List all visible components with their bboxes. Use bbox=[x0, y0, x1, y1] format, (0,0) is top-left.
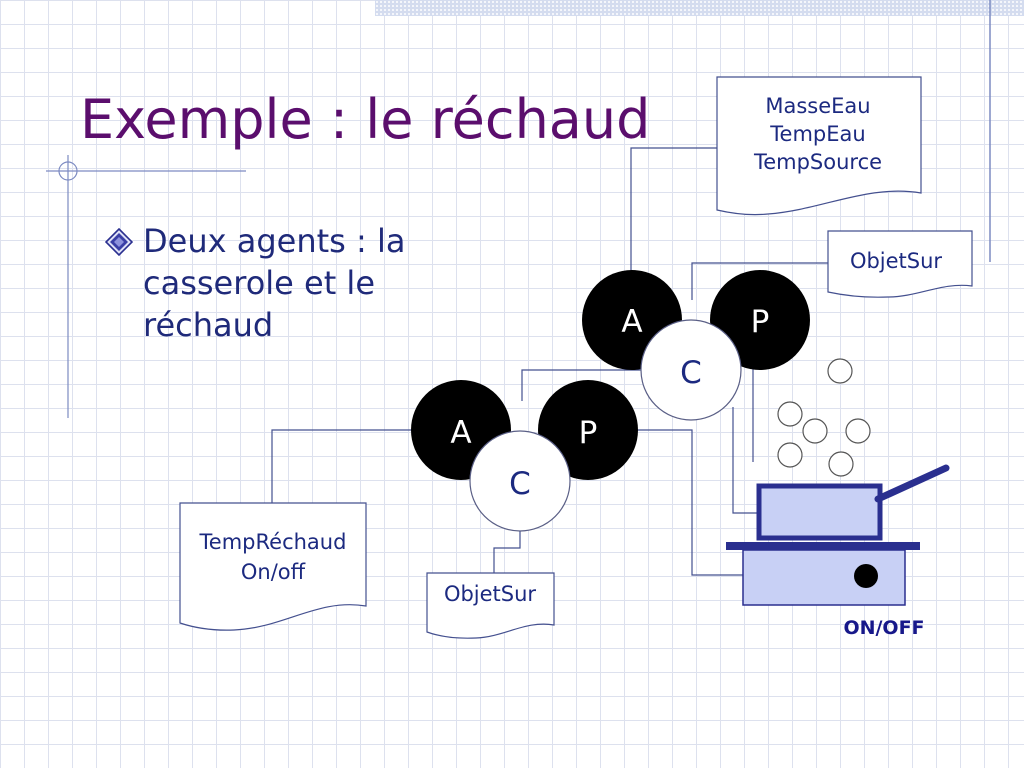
document-rechaud-objetsur: ObjetSur bbox=[426, 572, 555, 639]
document-casserole-state: MasseEau TempEau TempSource bbox=[716, 76, 922, 216]
perception-label-casserole: P bbox=[751, 304, 770, 340]
doc-line-tempsource: TempSource bbox=[753, 150, 882, 174]
agent-casserole: A P C bbox=[582, 270, 810, 421]
document-rechaud-state: TempRéchaud On/off bbox=[179, 502, 367, 631]
doc-line-temprechaud: TempRéchaud bbox=[199, 530, 347, 554]
decorative-guides bbox=[46, 0, 991, 418]
doc-line-objetsur-rechaud: ObjetSur bbox=[444, 582, 536, 606]
document-casserole-objetsur: ObjetSur bbox=[827, 230, 973, 298]
control-label-rechaud: C bbox=[509, 466, 531, 502]
perception-label-rechaud: P bbox=[579, 415, 598, 451]
doc-line-objetsur-casserole: ObjetSur bbox=[850, 249, 942, 273]
control-node-rechaud bbox=[469, 430, 571, 532]
doc-line-tempeau: TempEau bbox=[769, 122, 865, 146]
stove-body bbox=[742, 549, 906, 606]
diamond-bullet-icon bbox=[105, 228, 133, 256]
stove-icon bbox=[726, 464, 950, 606]
control-label-casserole: C bbox=[680, 355, 702, 391]
stove-top bbox=[726, 542, 920, 550]
slide-title: Exemple : le réchaud bbox=[80, 88, 651, 151]
doc-line-onoff: On/off bbox=[241, 560, 306, 584]
bullet-list: Deux agents : la casserole et le réchaud bbox=[105, 220, 445, 346]
control-node-casserole bbox=[640, 319, 742, 421]
connector-lines bbox=[271, 147, 828, 576]
doc-line-masseeau: MasseEau bbox=[765, 94, 870, 118]
pan-handle bbox=[874, 464, 950, 503]
bullet-item: Deux agents : la casserole et le réchaud bbox=[105, 220, 445, 346]
action-label-rechaud: A bbox=[450, 415, 471, 451]
agent-rechaud: A P C bbox=[411, 380, 638, 532]
stove-switch-label: ON/OFF bbox=[843, 617, 924, 639]
stove-knob-icon bbox=[854, 564, 878, 588]
bullet-text: Deux agents : la casserole et le réchaud bbox=[143, 222, 406, 344]
action-label-casserole: A bbox=[621, 304, 642, 340]
decorative-top-band bbox=[375, 0, 1024, 16]
steam-bubbles-icon bbox=[777, 358, 871, 477]
pan-icon bbox=[756, 483, 883, 541]
perception-node-casserole bbox=[710, 270, 810, 370]
